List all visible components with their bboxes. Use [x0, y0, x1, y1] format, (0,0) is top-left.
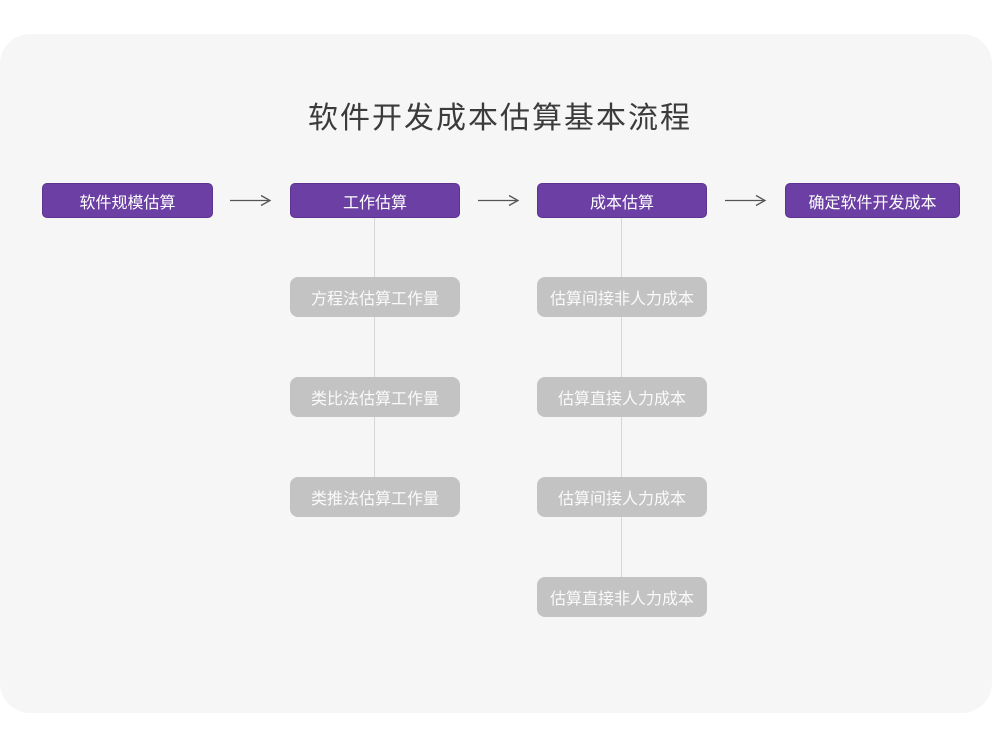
- flow-step-work-estimation: 工作估算: [290, 183, 460, 218]
- flow-step-determine-development-cost: 确定软件开发成本: [785, 183, 960, 218]
- diagram-card: [0, 34, 992, 713]
- sub-step-indirect-non-labor-cost: 估算间接非人力成本: [537, 277, 707, 317]
- sub-step-direct-non-labor-cost: 估算直接非人力成本: [537, 577, 707, 617]
- flow-step-cost-estimation: 成本估算: [537, 183, 707, 218]
- sub-step-analogy-method: 类比法估算工作量: [290, 377, 460, 417]
- flow-step-software-scale-estimation: 软件规模估算: [42, 183, 213, 218]
- sub-step-extrapolation-method: 类推法估算工作量: [290, 477, 460, 517]
- sub-step-equation-method: 方程法估算工作量: [290, 277, 460, 317]
- sub-step-direct-labor-cost: 估算直接人力成本: [537, 377, 707, 417]
- connector-line-work-estimation: [374, 218, 375, 498]
- diagram-title: 软件开发成本估算基本流程: [308, 102, 692, 135]
- arrow-right-icon: [723, 194, 769, 207]
- arrow-right-icon: [228, 194, 274, 207]
- arrow-right-icon: [476, 194, 522, 207]
- sub-step-indirect-labor-cost: 估算间接人力成本: [537, 477, 707, 517]
